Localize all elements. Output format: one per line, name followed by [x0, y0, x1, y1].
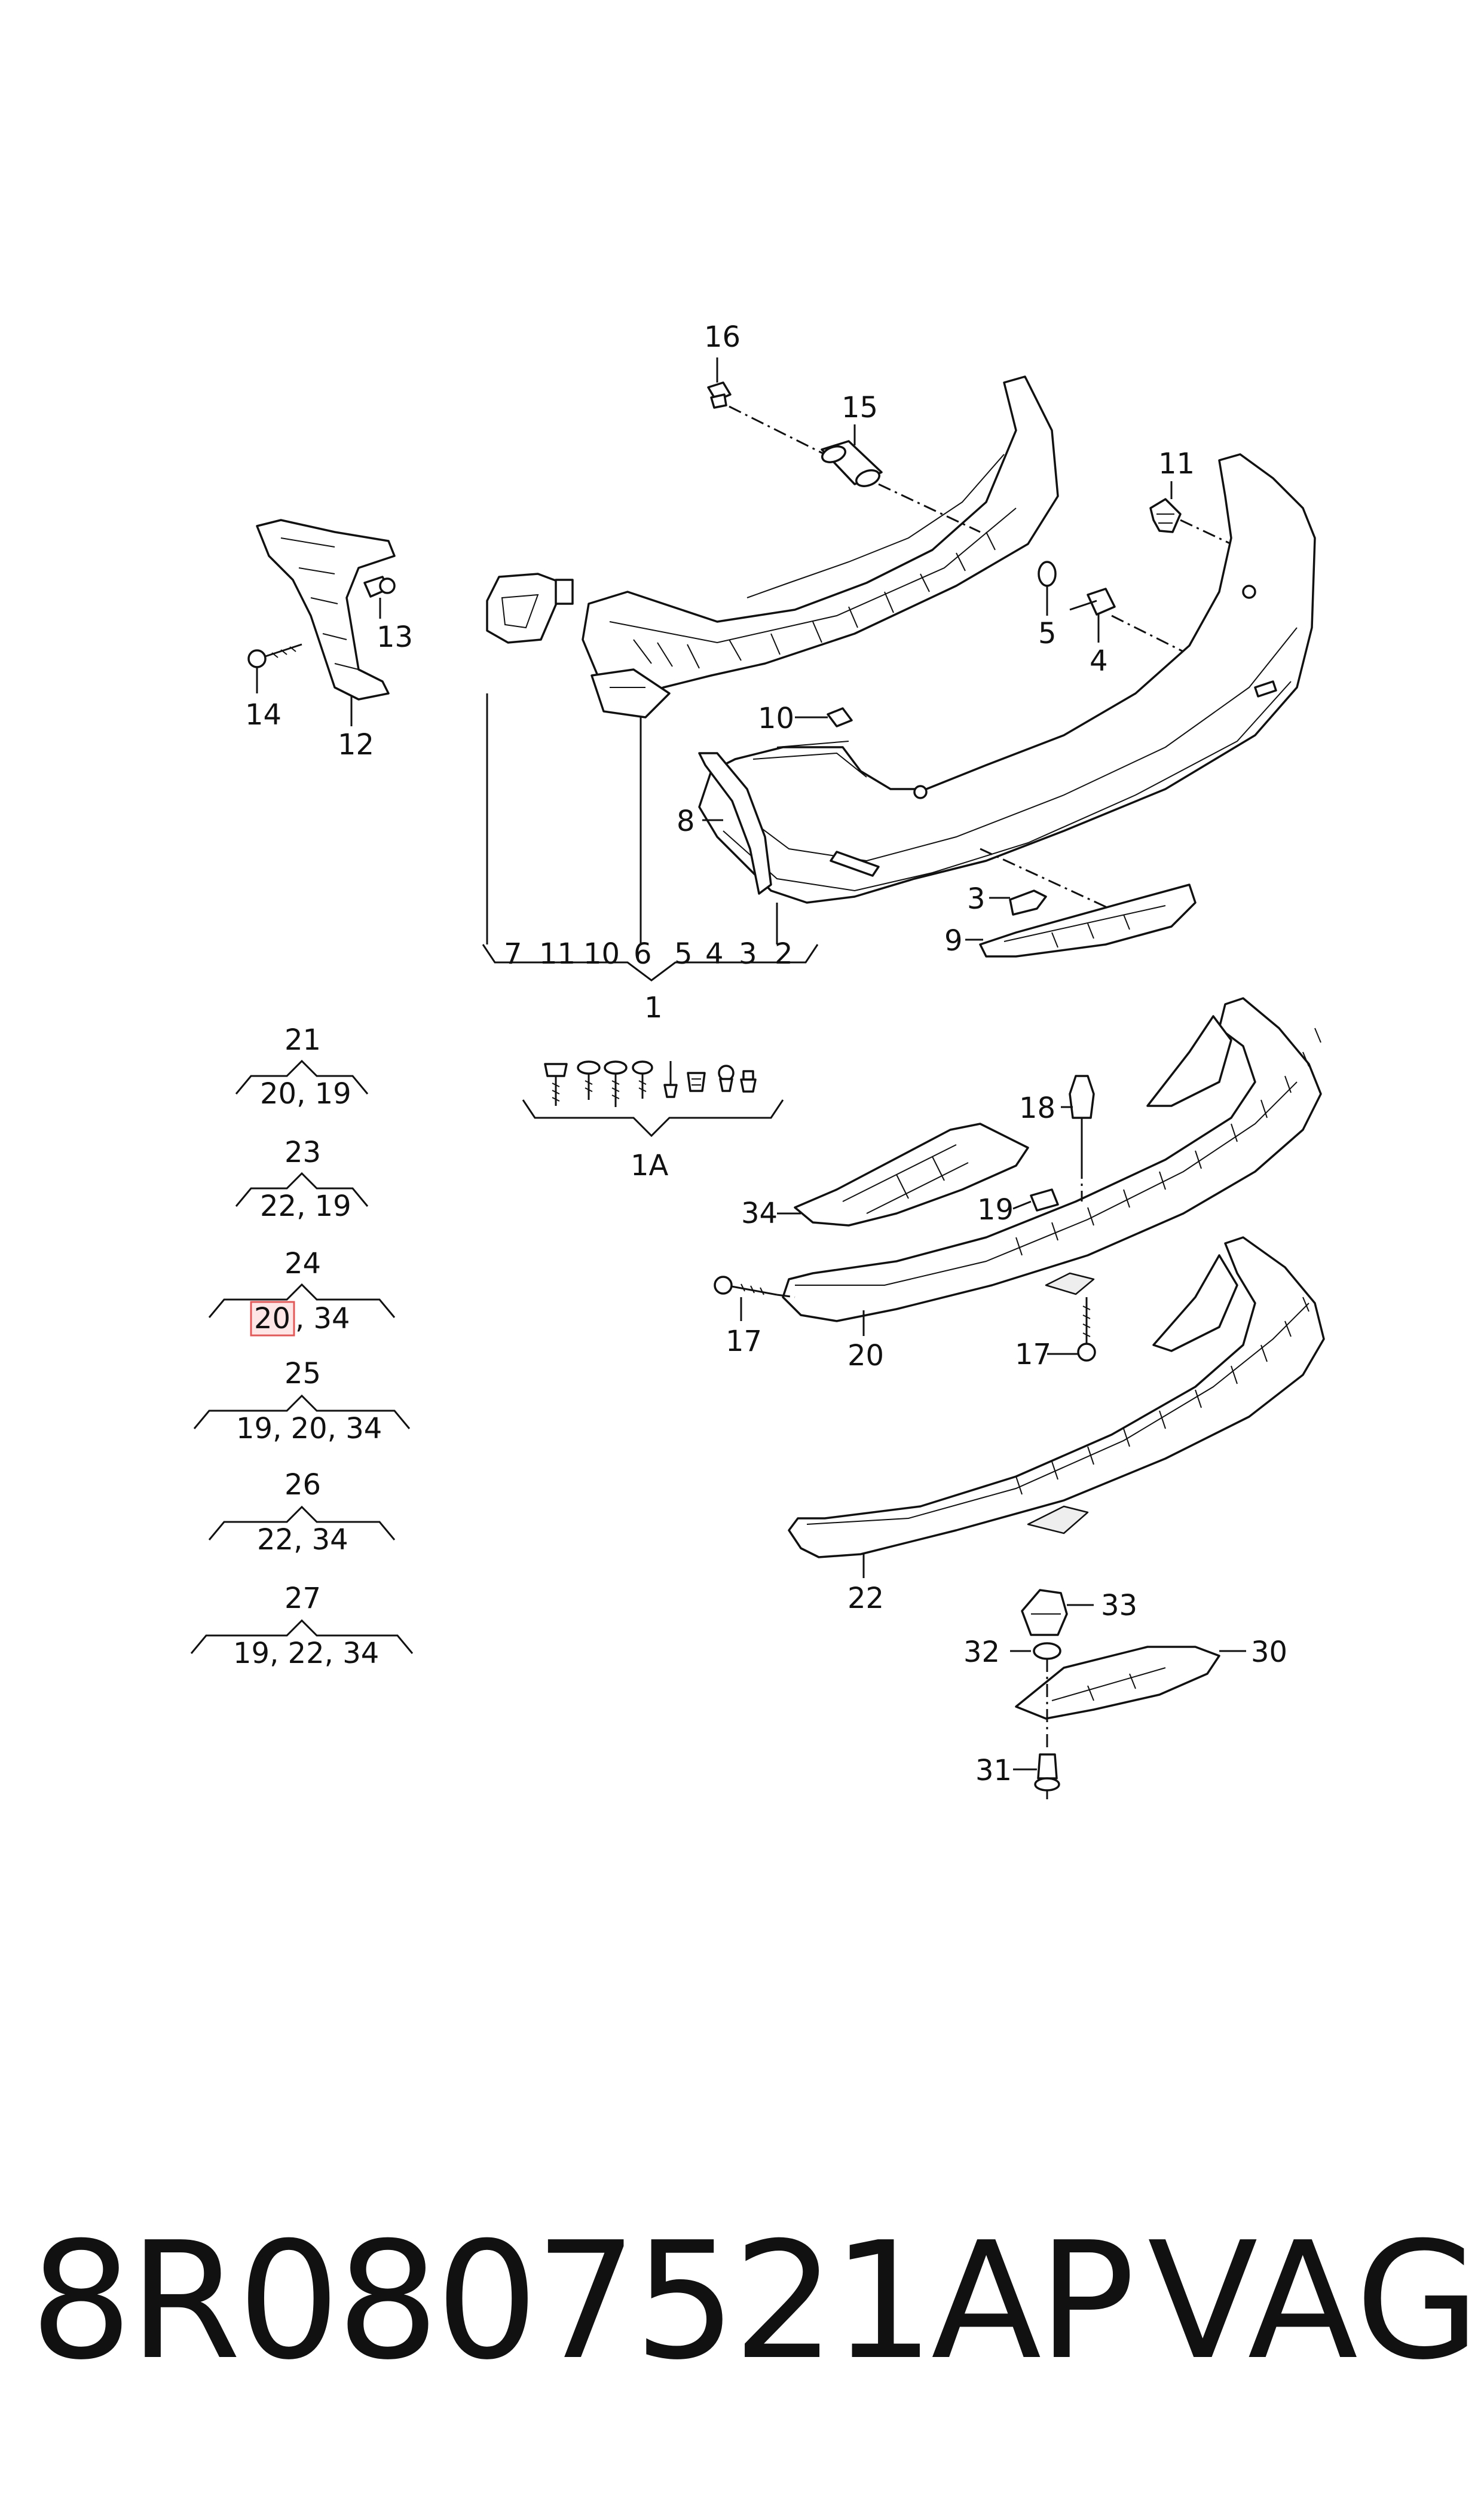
kit-contents: 19, 22, 34 [233, 1637, 379, 1670]
trim-9 [979, 883, 1197, 958]
callout-11: 11 [1158, 447, 1195, 481]
kit-contents-highlighted: 20 [254, 1302, 290, 1335]
callout-3: 3 [967, 882, 986, 916]
kit-title: 24 [284, 1247, 321, 1280]
clip-4 [1069, 588, 1116, 616]
callout-10: 10 [758, 702, 794, 735]
group-item: 10 [583, 937, 620, 971]
screw-17b [1077, 1297, 1096, 1362]
group-item: 6 [634, 937, 652, 971]
callout-33: 33 [1101, 1589, 1137, 1622]
callout-32: 32 [963, 1635, 1000, 1669]
kit-contents: 22, 34 [257, 1523, 348, 1557]
clip-18 [1069, 1075, 1095, 1166]
group-bracket-1 [482, 693, 819, 982]
callout-17: 17 [1015, 1338, 1051, 1371]
bracket-7 [486, 573, 574, 644]
main-group-items: 7 11 10 6 5 4 3 2 [504, 937, 793, 971]
callout-4: 4 [1090, 644, 1108, 678]
screw-14 [247, 643, 302, 668]
clip-10 [827, 707, 853, 727]
bumper-cover [698, 453, 1316, 904]
guide-34 [794, 1123, 1029, 1227]
fastener-set-1a [522, 1060, 784, 1138]
group-item: 3 [739, 937, 757, 971]
clip-19 [1030, 1188, 1059, 1212]
kit-title: 23 [284, 1136, 321, 1169]
callout-17: 17 [726, 1325, 762, 1358]
kit-contents: 20, 19 [260, 1077, 351, 1111]
cap-3 [1009, 889, 1047, 916]
kit-title: 21 [284, 1023, 321, 1057]
kit-title: 26 [284, 1468, 321, 1502]
group-label-1a: 1A [631, 1149, 669, 1182]
callout-14: 14 [245, 698, 281, 732]
kit-contents: 22, 19 [260, 1190, 351, 1223]
group-item: 7 [504, 937, 522, 971]
trim-strip-8 [698, 752, 772, 895]
side-bracket-part [256, 519, 396, 701]
kit-title: 25 [284, 1357, 321, 1390]
callout-22: 22 [847, 1582, 884, 1615]
reinforcement-beam [582, 375, 1059, 719]
washer-32 [1033, 1642, 1061, 1660]
callout-13: 13 [377, 620, 413, 654]
screw-17a [714, 1276, 778, 1296]
group-item: 4 [705, 937, 724, 971]
brand-label: VAG [1148, 2207, 1480, 2395]
group-label-1: 1 [644, 991, 663, 1025]
callout-20: 20 [847, 1339, 884, 1372]
bracket-33 [1021, 1589, 1068, 1636]
callout-9: 9 [944, 924, 963, 958]
kit-contents: 19, 20, 34 [236, 1412, 382, 1445]
clip-11 [1149, 498, 1182, 533]
callout-16: 16 [704, 320, 741, 354]
diffuser-22 [788, 1236, 1325, 1558]
callout-12: 12 [338, 728, 374, 762]
footer: 8R0807521AP VAG [30, 2206, 1480, 2397]
callout-8: 8 [677, 805, 695, 838]
kit-contents: , 34 [295, 1302, 350, 1335]
callout-15: 15 [842, 391, 878, 424]
callout-34: 34 [741, 1197, 778, 1230]
diffuser-20 [782, 997, 1322, 1322]
callout-19: 19 [977, 1193, 1014, 1227]
clip-31 [1034, 1753, 1060, 1799]
kit-title: 27 [284, 1582, 321, 1615]
highlight-box [250, 1301, 295, 1337]
undertray-30 [1015, 1646, 1220, 1720]
nut-13 [363, 576, 396, 598]
group-item: 5 [674, 937, 693, 971]
callout-31: 31 [975, 1754, 1012, 1787]
group-item: 2 [775, 937, 793, 971]
part-number: 8R0807521AP [30, 2207, 1135, 2395]
kit-list: 21 20, 19 23 22, 19 24 20 , 34 25 19, 20… [190, 1023, 414, 1670]
callout-18: 18 [1019, 1092, 1055, 1125]
washer-5 [1038, 561, 1057, 587]
group-item: 11 [539, 937, 576, 971]
callout-5: 5 [1038, 617, 1057, 650]
leader-lines-lower [740, 1106, 1246, 1771]
spacer-15 [821, 440, 883, 487]
leader-lines [256, 357, 1173, 941]
parts-diagram: 16 15 11 13 14 12 5 4 10 8 3 9 7 11 10 6… [190, 320, 1325, 1799]
bolt-16 [707, 381, 732, 409]
callout-30: 30 [1251, 1635, 1287, 1669]
